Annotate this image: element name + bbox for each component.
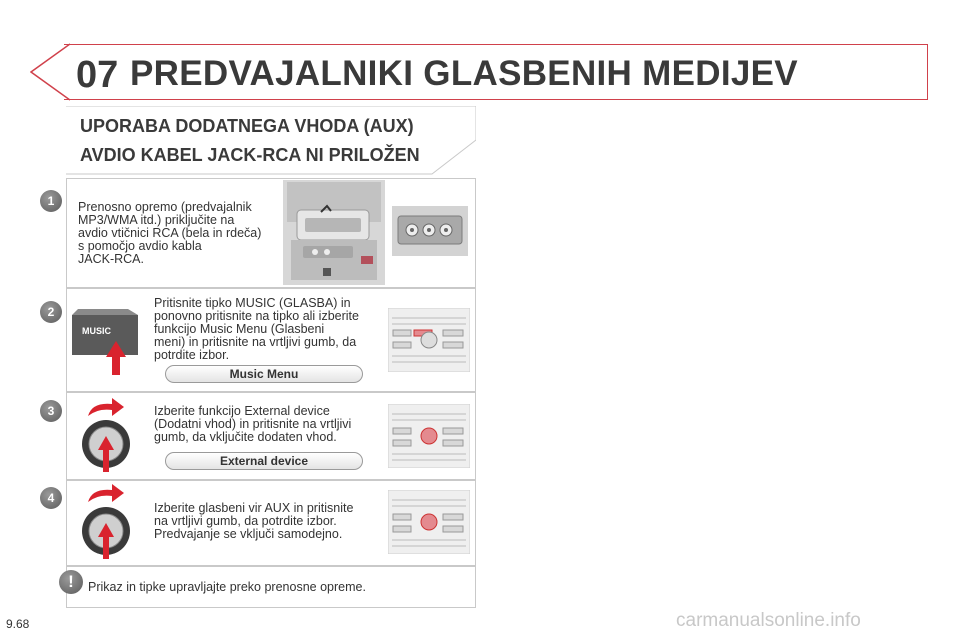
page-title: PREDVAJALNIKI GLASBENIH MEDIJEV (130, 54, 798, 93)
radio-panel-step2 (388, 308, 470, 372)
music-button-illustration (72, 309, 138, 375)
section-subtitle: UPORABA DODATNEGA VHODA (AUX) (80, 116, 414, 136)
rca-sockets-photo (392, 206, 468, 256)
note-panel (66, 566, 476, 608)
step-3-text: Izberite funkcijo External device(Dodatn… (154, 404, 352, 444)
page-number: 9.68 (6, 617, 30, 631)
rotary-knob-press-step4 (82, 507, 130, 559)
console-photo (283, 180, 385, 285)
music-button-label: MUSIC (82, 326, 111, 336)
external-device-option[interactable]: External device (165, 452, 363, 470)
section-subtitle-2: AVDIO KABEL JACK-RCA NI PRILOŽEN (80, 145, 420, 165)
step-3-badge: 3 (40, 400, 62, 422)
watermark: carmanualsonline.info (676, 610, 861, 631)
rotate-arrow-icon (88, 484, 124, 502)
step-4-badge: 4 (40, 487, 62, 509)
chapter-number: 07 (76, 54, 119, 96)
note-text: Prikaz in tipke upravljajte preko prenos… (88, 580, 366, 594)
step-2-badge: 2 (40, 301, 62, 323)
music-menu-option[interactable]: Music Menu (165, 365, 363, 383)
rotate-arrow-icon (88, 398, 124, 416)
rotary-knob-press-step3 (82, 420, 130, 472)
step-1-badge: 1 (40, 190, 62, 212)
radio-panel-step4 (388, 490, 470, 554)
header-slant (30, 43, 70, 101)
header-frame (64, 44, 928, 100)
radio-panel-step3 (388, 404, 470, 468)
warning-icon: ! (59, 570, 83, 594)
subtitle-frame (66, 106, 476, 175)
